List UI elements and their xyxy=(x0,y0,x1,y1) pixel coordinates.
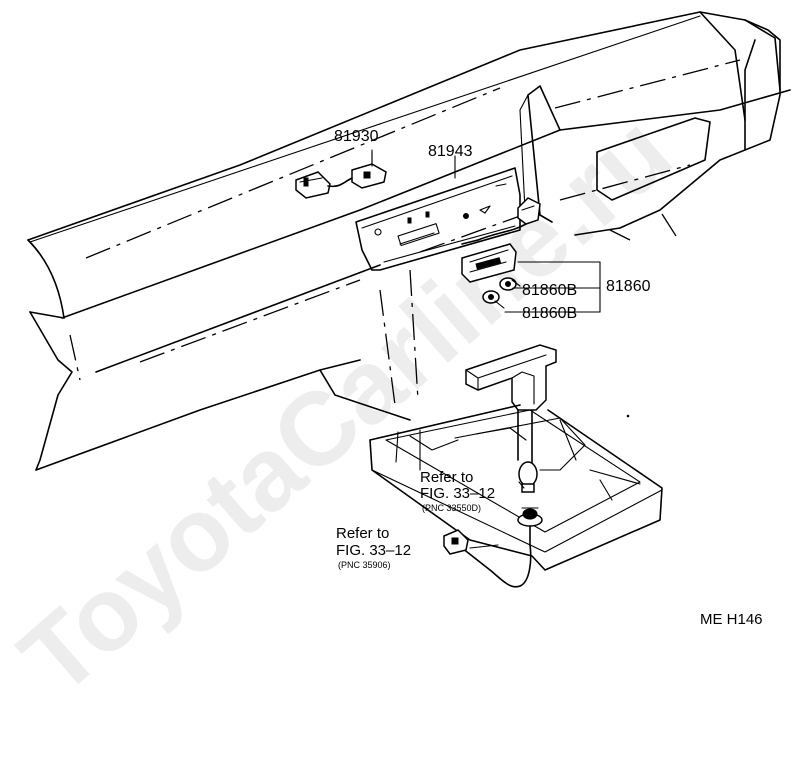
socket-81860 xyxy=(461,243,517,283)
ref-upper-line2: FIG. 33–12 xyxy=(420,485,495,502)
connector-right xyxy=(461,197,541,245)
shift-rod xyxy=(517,409,533,469)
leader-lines xyxy=(371,149,601,549)
ref-upper-line1: Refer to xyxy=(420,469,473,486)
label-81860b-lower: 81860B xyxy=(522,305,577,322)
ref-lower-pnc: (PNC 35906) xyxy=(338,560,391,570)
shift-knob xyxy=(465,344,557,411)
label-81860b-upper: 81860B xyxy=(522,282,577,299)
bulb-81860b-upper xyxy=(499,277,521,291)
indicator-bulb xyxy=(518,461,538,493)
bulb-socket-35906 xyxy=(461,507,543,588)
sensor-81930 xyxy=(295,151,387,199)
label-81943: 81943 xyxy=(428,143,473,160)
ref-upper-pnc: (PNC 33550D) xyxy=(422,503,481,513)
connector-lower xyxy=(443,529,469,555)
switch-bezel-81943 xyxy=(355,167,521,271)
label-81930: 81930 xyxy=(334,128,379,145)
diagram-code: ME H146 xyxy=(700,611,763,628)
ref-lower-line1: Refer to xyxy=(336,525,389,542)
watermark: ToyotaCarline.ru xyxy=(0,93,693,718)
bulb-81860b-lower xyxy=(482,290,505,309)
label-81860: 81860 xyxy=(606,278,651,295)
instrument-panel xyxy=(27,11,791,471)
console-box xyxy=(369,404,663,571)
ref-lower-line2: FIG. 33–12 xyxy=(336,542,411,559)
